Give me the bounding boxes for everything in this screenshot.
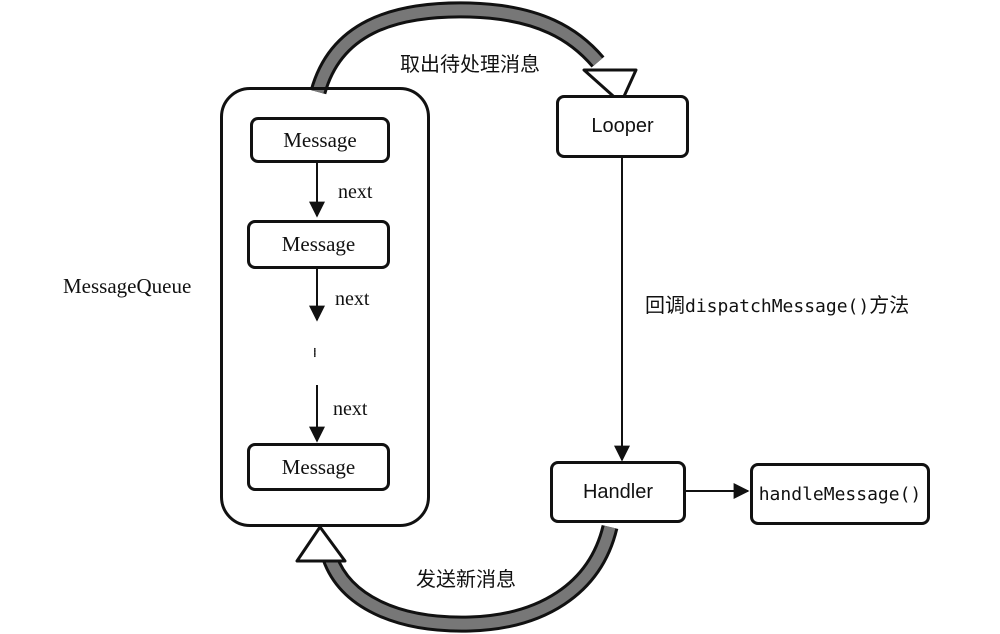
message-box-2: Message (247, 220, 390, 269)
next-label-1: next (338, 181, 373, 203)
message-queue-label: MessageQueue (63, 274, 192, 298)
message-box-3: Message (247, 443, 390, 491)
message-queue-container (220, 87, 430, 527)
fetch-curved-arrow (309, 1, 638, 105)
handler-box: Handler (550, 461, 686, 523)
dispatch-label-code: dispatchMessage() (685, 296, 870, 317)
send-curved-arrow (295, 524, 619, 633)
send-message-label: 发送新消息 (416, 567, 516, 591)
message-box-1: Message (250, 117, 390, 163)
dispatch-label: 回调dispatchMessage()方法 (645, 289, 909, 318)
fetch-message-label: 取出待处理消息 (400, 52, 540, 76)
next-label-2: next (335, 288, 370, 310)
dispatch-label-prefix: 回调 (645, 293, 685, 317)
dispatch-label-suffix: 方法 (869, 293, 910, 317)
handle-message-box: handleMessage() (750, 463, 930, 525)
queue-ellipsis: ...... (310, 347, 325, 356)
next-label-3: next (333, 398, 368, 420)
looper-box: Looper (556, 95, 689, 158)
